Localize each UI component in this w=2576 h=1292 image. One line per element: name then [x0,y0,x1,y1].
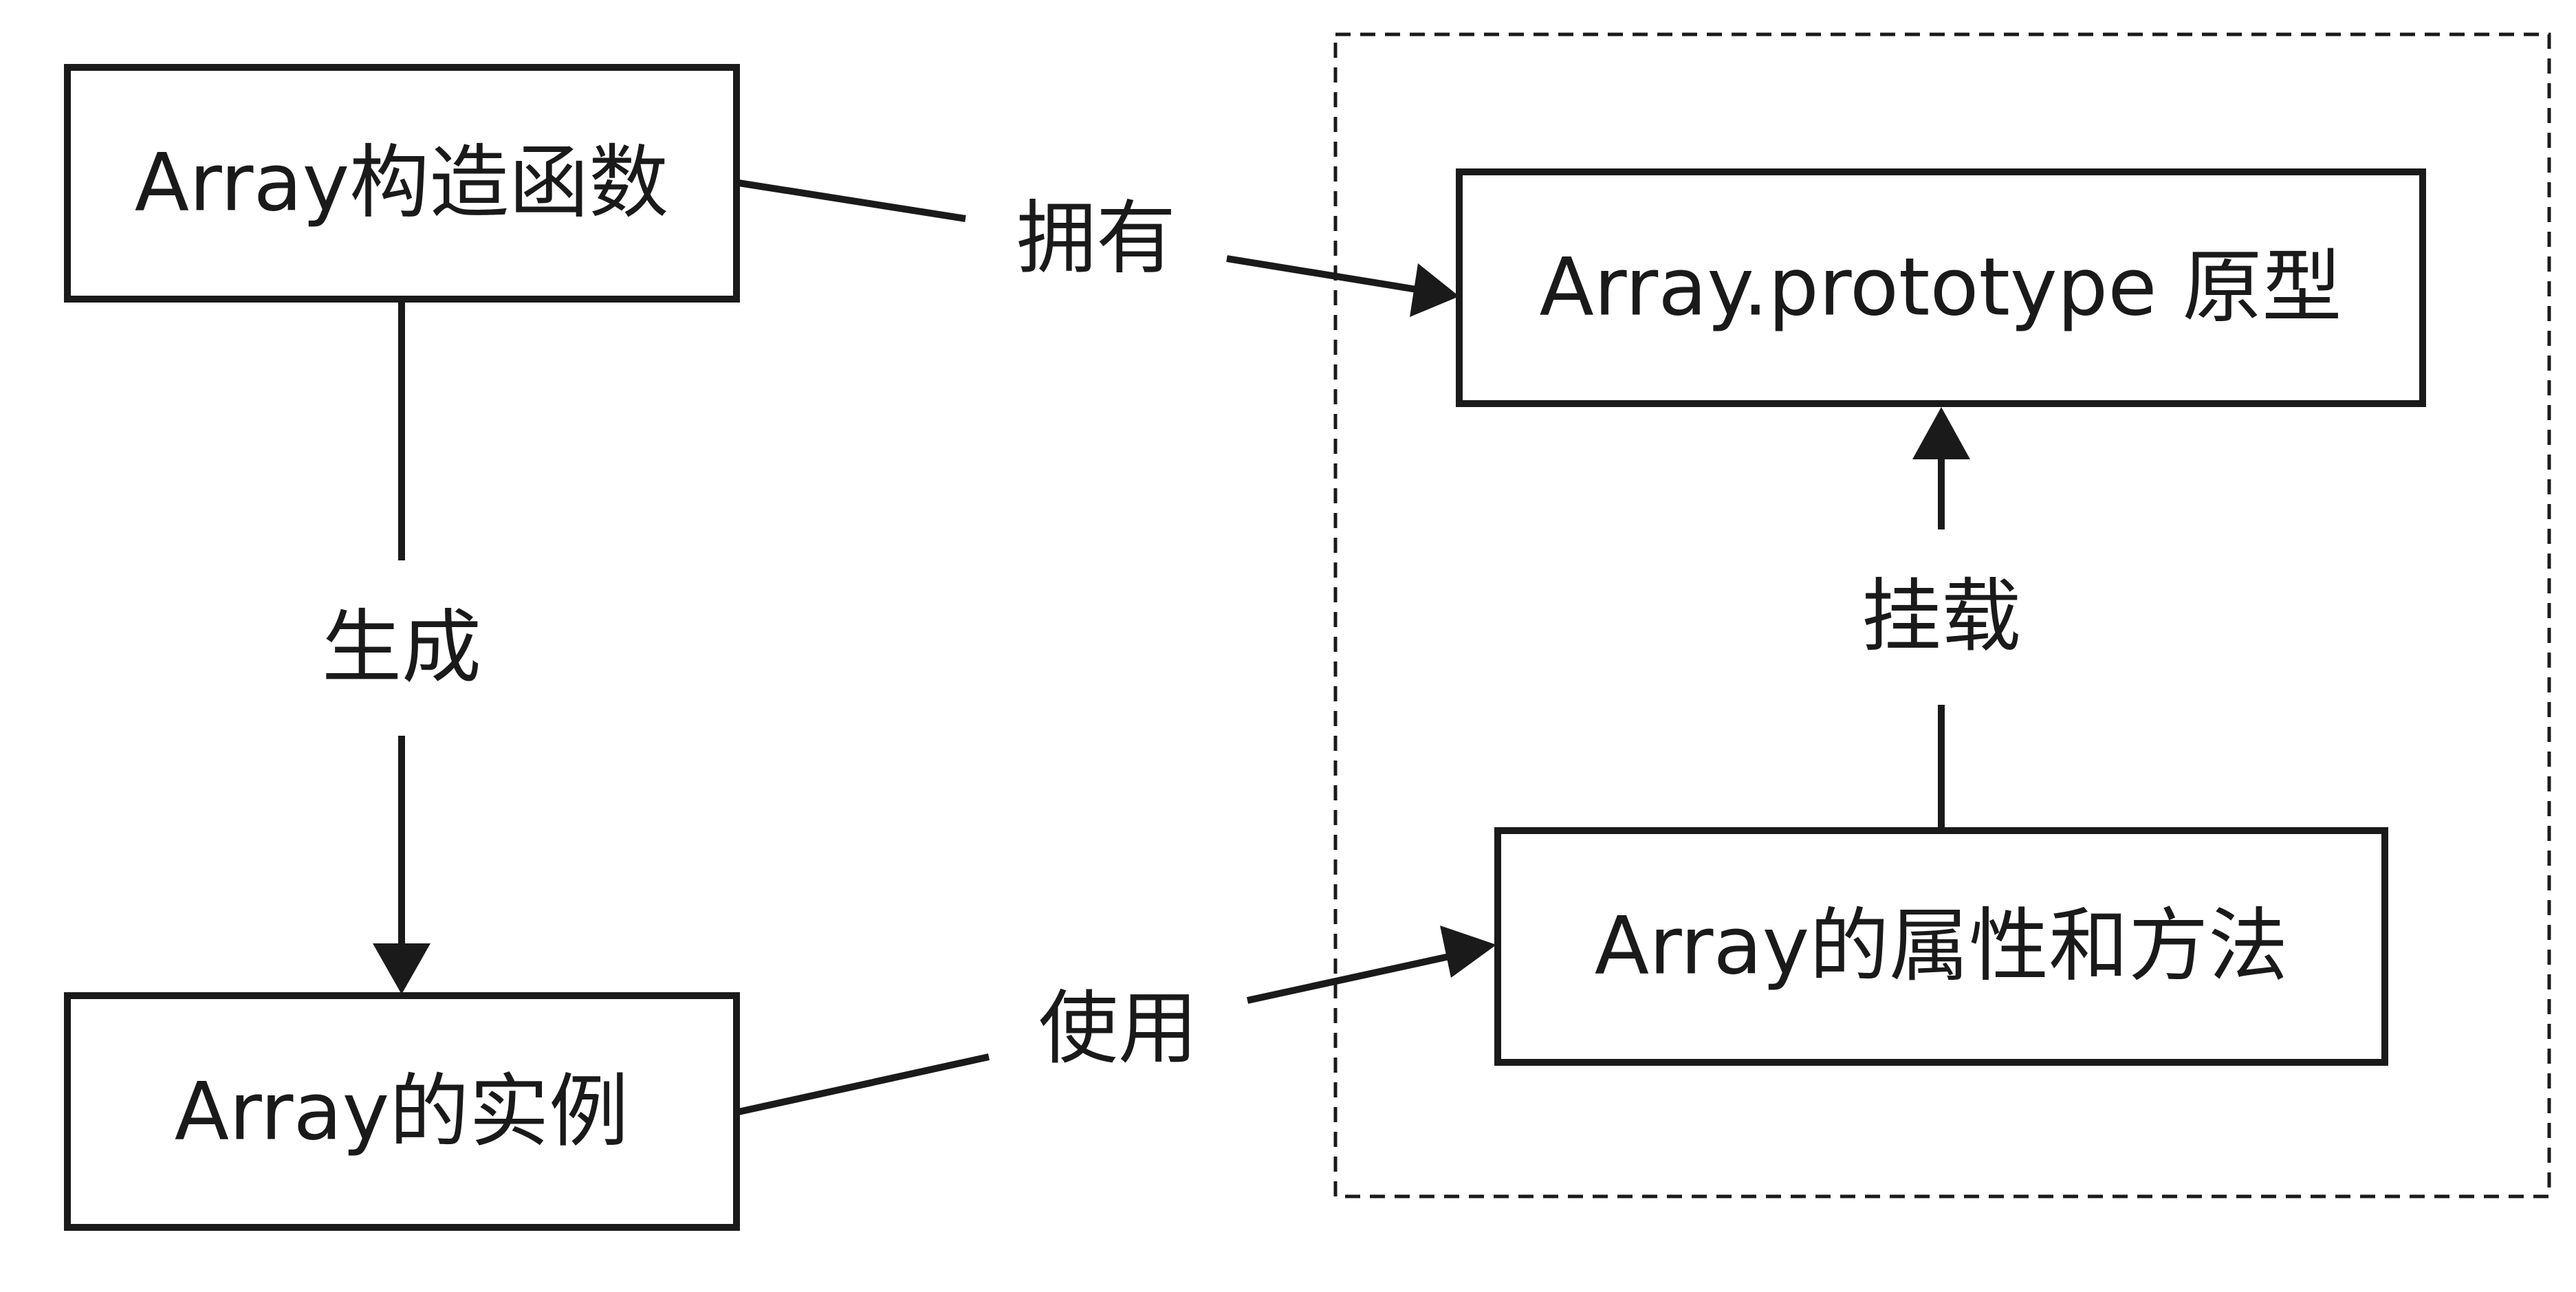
node-instance[interactable]: Array的实例 [64,992,740,1231]
edge-uses-arrowhead [1440,926,1496,978]
edge-mounted-on-arrowhead [1912,407,1970,459]
edge-creates-arrowhead [373,943,430,994]
node-prototype[interactable]: Array.prototype 原型 [1456,168,2426,407]
node-members-box [1494,827,2388,1066]
node-instance-box [64,992,740,1231]
node-constructor[interactable]: Array构造函数 [64,64,740,303]
prototype-group-border [1333,32,2551,1198]
edge-uses-line-1 [737,1053,990,1115]
node-constructor-box [64,64,740,303]
edge-uses-line-2 [1246,952,1454,1004]
edge-has-line-2 [1226,255,1417,293]
node-prototype-box [1456,168,2426,407]
edge-creates: 生成 [322,300,481,994]
edge-has-label: 拥有 [1016,193,1176,285]
node-members-label: Array的属性和方法 [1595,900,2288,993]
edge-has-line-1 [738,179,966,222]
edge-has: 拥有 [738,179,1459,317]
node-instance-label: Array的实例 [175,1066,629,1159]
edge-creates-label: 生成 [322,602,481,694]
edge-mounted-on: 挂载 [1862,407,2021,829]
node-members[interactable]: Array的属性和方法 [1494,827,2388,1066]
edge-uses: 使用 [737,926,1496,1115]
edge-has-arrowhead [1410,263,1459,317]
node-constructor-label: Array构造函数 [135,137,668,230]
edge-mounted-on-label: 挂载 [1862,571,2021,664]
edge-uses-label: 使用 [1038,983,1198,1075]
node-prototype-label: Array.prototype 原型 [1540,241,2342,334]
